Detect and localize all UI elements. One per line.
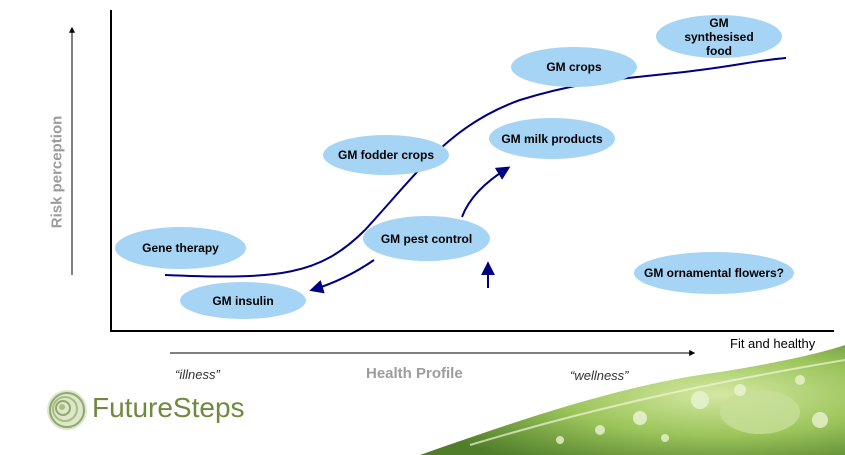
node-gm-ornamental-flowers: GM ornamental flowers? — [634, 252, 794, 294]
x-axis-title: Health Profile — [366, 365, 463, 382]
node-gm-synthesised-food: GM synthesised food — [656, 15, 782, 58]
y-axis-title: Risk perception — [48, 115, 66, 229]
node-gm-insulin: GM insulin — [180, 282, 306, 319]
arrow-pest-to-insulin — [309, 259, 375, 294]
brand-name: FutureSteps — [92, 392, 245, 423]
node-gm-crops: GM crops — [511, 47, 637, 87]
node-gene-therapy: Gene therapy — [115, 227, 246, 269]
risk-curve — [164, 57, 787, 278]
node-gm-milk-products: GM milk products — [489, 118, 615, 159]
x-axis-left-label: “illness” — [175, 367, 220, 382]
node-gm-pest-control: GM pest control — [363, 216, 490, 261]
x-axis-right-label: “wellness” — [570, 368, 629, 383]
node-gm-fodder-crops: GM fodder crops — [323, 135, 449, 175]
brand-logo: FutureSteps — [44, 382, 304, 442]
leaf-decoration — [420, 345, 845, 455]
spiral-logo-icon — [47, 390, 87, 430]
x-axis-end-label: Fit and healthy — [730, 336, 816, 351]
arrow-pest-to-milk — [461, 166, 511, 218]
